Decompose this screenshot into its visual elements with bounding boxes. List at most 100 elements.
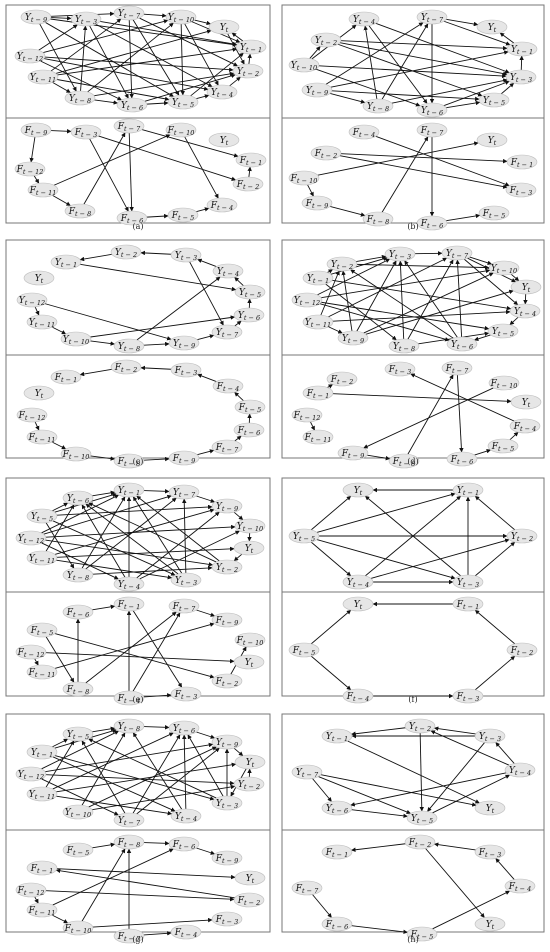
node-label: Ft − 5 xyxy=(410,930,434,941)
node-shape xyxy=(170,686,202,702)
node-label: Yt − 1 xyxy=(457,486,479,497)
edge-y-t-11-to-y-t-9 xyxy=(54,508,215,555)
node-label: Ft − 7 xyxy=(117,932,141,943)
panels-layer: Yt Yt − 1 Yt − 2 Yt − 3 Yt − 4 Yt − 5 Yt − 6 Yt… xyxy=(5,4,545,944)
edge-y-t-9-to-y-t-5 xyxy=(331,90,480,102)
node-y-t-1: Yt − 1 xyxy=(321,728,353,744)
node-label: Yt − 11 xyxy=(29,318,55,329)
node-y-t-10: Yt − 10 xyxy=(60,331,92,347)
node-shape xyxy=(113,5,145,21)
node-shape xyxy=(211,324,243,340)
node-y-t: Yt xyxy=(23,385,55,401)
node-shape xyxy=(211,498,243,514)
node-f-t-11: Ft − 11 xyxy=(26,429,58,445)
edge-y-t-8-to-y-t-7 xyxy=(85,497,177,570)
edge-y-t-3-to-y-t-1 xyxy=(100,20,238,47)
edge-y-t-7-to-y-t-9 xyxy=(196,495,216,503)
bottom-graph-edges xyxy=(307,135,510,222)
node-shape xyxy=(291,764,323,780)
node-shape xyxy=(506,642,538,658)
node-label: Yt − 9 xyxy=(173,339,195,350)
node-label: Yt − 6 xyxy=(421,106,443,117)
panel-caption: (e) xyxy=(133,695,144,704)
node-shape xyxy=(50,369,82,385)
node-shape xyxy=(452,596,484,612)
edge-f-t-3-to-f-t-2 xyxy=(474,655,516,691)
node-shape xyxy=(232,63,264,79)
node-shape xyxy=(26,622,58,638)
node-shape xyxy=(60,446,92,462)
edge-f-t-11-to-f-t-6 xyxy=(52,848,174,906)
node-label: Yt − 2 xyxy=(237,67,259,78)
node-label: Yt xyxy=(486,804,495,815)
node-shape xyxy=(170,247,202,263)
node-f-t-11: Ft − 11 xyxy=(26,902,58,918)
edge-y-t-5-to-y-t xyxy=(310,495,352,531)
edge-y-t-7-to-y-t-5 xyxy=(81,740,126,814)
node-y-t-3: Yt − 3 xyxy=(170,247,202,263)
node-f-t-6: Ft − 6 xyxy=(233,422,265,438)
edge-y-t-11-to-y-t-5 xyxy=(45,740,75,788)
node-shape xyxy=(232,176,264,192)
node-label: Yt xyxy=(488,136,497,147)
edge-f-t-7-to-f-t-9 xyxy=(196,609,216,617)
node-shape xyxy=(476,132,508,148)
node-label: Ft − 11 xyxy=(28,906,56,917)
node-f-t-10: Ft − 10 xyxy=(288,170,320,186)
node-f-t-5: Ft − 5 xyxy=(406,926,438,942)
node-label: Yt − 3 xyxy=(75,15,97,26)
node-f-t-2: Ft − 2 xyxy=(232,176,264,192)
node-f-t-4: Ft − 4 xyxy=(212,378,244,394)
edge-y-t-3-to-y-t-4 xyxy=(95,23,213,88)
node-shape xyxy=(321,844,353,860)
node-y-t-2: Yt − 2 xyxy=(211,559,243,575)
edge-y-t-3-to-y-t-5 xyxy=(88,738,217,799)
node-shape xyxy=(62,726,94,742)
top-graph-edges xyxy=(41,489,252,580)
node-f-t-7: Ft − 7 xyxy=(168,598,200,614)
node-shape xyxy=(50,254,82,270)
edge-y-t-12-to-y-t-4 xyxy=(43,58,209,91)
node-label: Yt − 5 xyxy=(31,512,53,523)
edge-y-t-5-to-y-t-1 xyxy=(190,52,244,97)
edge-y-t-11-to-y-t-6 xyxy=(45,504,75,552)
node-y-t: Yt xyxy=(234,754,266,770)
node-f-t-9: Ft − 9 xyxy=(168,450,200,466)
node-shape xyxy=(113,118,145,134)
node-shape xyxy=(488,375,520,391)
node-y-t-4: Yt − 4 xyxy=(170,808,202,824)
node-shape xyxy=(20,122,52,138)
node-f-t-4: Ft − 4 xyxy=(504,878,536,894)
node-y-t-9: Yt − 9 xyxy=(211,734,243,750)
edge-y-t-5-to-y-t-3 xyxy=(500,82,515,95)
node-y-t-12: Yt − 12 xyxy=(14,48,46,64)
node-shape xyxy=(170,924,202,940)
edge-y-t-7-to-y-t-6 xyxy=(312,778,332,802)
node-label: Ft − 9 xyxy=(305,199,329,210)
node-shape xyxy=(211,734,243,750)
edge-y-t-11-to-y-t-7 xyxy=(50,18,122,72)
node-shape xyxy=(211,439,243,455)
node-shape xyxy=(14,161,46,177)
edge-y-t-2-to-y-t-5 xyxy=(337,43,483,97)
node-y-t-12: Yt − 12 xyxy=(15,530,47,546)
node-y-t-8: Yt − 8 xyxy=(62,567,94,583)
node-f-t-5: Ft − 5 xyxy=(62,842,94,858)
node-y-t-3: Yt − 3 xyxy=(384,246,416,262)
node-f-t-8: Ft − 8 xyxy=(113,453,145,469)
node-f-t-11: Ft − 11 xyxy=(26,664,58,680)
edge-y-t-3-to-y-t-6 xyxy=(85,503,179,575)
edge-y-t-4-to-y-t-5 xyxy=(509,316,519,326)
top-graph-edges xyxy=(310,487,516,585)
node-shape xyxy=(208,132,240,148)
edge-y-t-10-to-y-t-6 xyxy=(315,68,421,107)
node-label: Ft − 7 xyxy=(117,122,141,133)
node-label: Yt − 10 xyxy=(63,335,89,346)
node-shape xyxy=(474,728,506,744)
edge-y-t-2-to-y-t-3 xyxy=(339,42,508,76)
node-f-t-2: Ft − 2 xyxy=(404,834,436,850)
edge-y-t-9-to-y-t-1 xyxy=(330,50,509,88)
node-shape xyxy=(384,246,416,262)
node-shape xyxy=(113,453,145,469)
